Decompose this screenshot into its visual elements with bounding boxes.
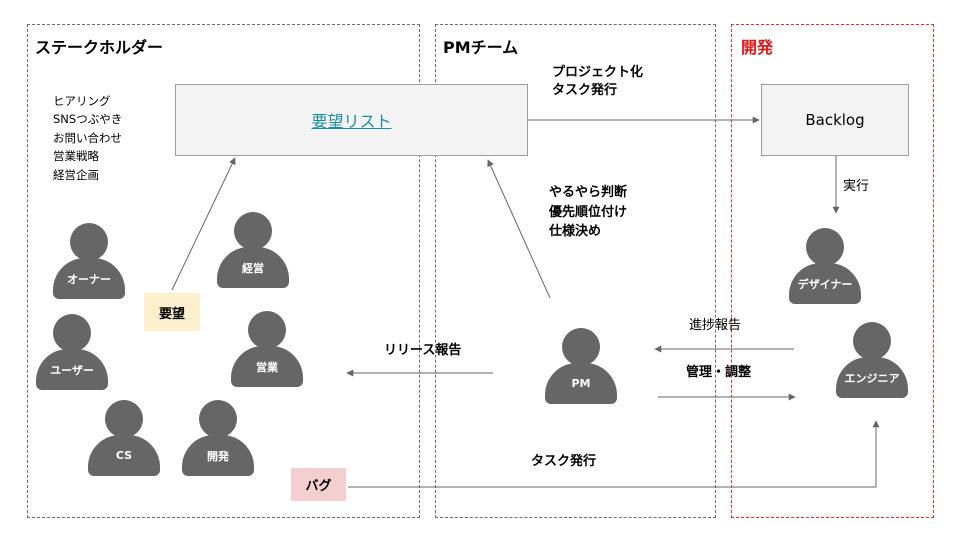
person-head-icon — [53, 314, 91, 352]
source-item: ヒアリング — [53, 94, 111, 108]
person-label: オーナー — [53, 258, 125, 299]
requirements-list-box: 要望リスト — [175, 84, 528, 156]
bug-tag: バグ — [291, 468, 346, 501]
person-designer: デザイナー — [789, 228, 861, 304]
label-progress-report: 進捗報告 — [689, 318, 742, 333]
label-projectize: プロジェクト化 タスク発行 — [552, 65, 644, 99]
lane-development — [731, 24, 934, 518]
source-item: お問い合わせ — [53, 130, 122, 145]
person-engineer: エンジニア — [836, 322, 908, 398]
backlog-box: Backlog — [761, 84, 909, 156]
lane-stakeholder — [27, 24, 420, 518]
person-pm: PM — [545, 328, 617, 404]
label-task-issue: タスク発行 — [531, 454, 597, 469]
backlog-label: Backlog — [805, 111, 865, 129]
label-release-report: リリース報告 — [384, 343, 462, 358]
person-head-icon — [234, 212, 272, 250]
person-user: ユーザー — [36, 314, 108, 390]
lane-title-dev: 開発 — [741, 38, 774, 57]
person-management: 経営 — [217, 212, 289, 288]
requirements-list-link[interactable]: 要望リスト — [311, 112, 392, 131]
label-execute: 実行 — [843, 179, 870, 194]
person-head-icon — [70, 223, 108, 261]
source-item: SNSつぶやき — [53, 112, 123, 127]
person-label: PM — [545, 363, 617, 404]
label-manage: 管理・調整 — [686, 365, 752, 380]
source-list: ヒアリング SNSつぶやき お問い合わせ 営業戦略 経営企画 — [53, 92, 122, 184]
person-label: 経営 — [217, 247, 289, 288]
lane-pm-team — [435, 24, 716, 518]
person-sales: 営業 — [231, 311, 303, 387]
person-label: ユーザー — [36, 349, 108, 390]
source-item: 経営企画 — [53, 167, 99, 182]
person-cs: CS — [88, 400, 160, 476]
person-label: 開発 — [182, 435, 254, 476]
lane-title-pm: PMチーム — [443, 38, 519, 57]
person-head-icon — [199, 400, 237, 438]
person-head-icon — [853, 322, 891, 360]
request-tag: 要望 — [144, 293, 200, 331]
person-development: 開発 — [182, 400, 254, 476]
person-head-icon — [806, 228, 844, 266]
person-head-icon — [248, 311, 286, 349]
person-label: CS — [88, 435, 160, 476]
person-head-icon — [562, 328, 600, 366]
person-label: エンジニア — [836, 357, 908, 398]
source-item: 営業戦略 — [53, 149, 99, 164]
label-judge: やるやら判断 優先順位付け 仕様決め — [549, 185, 628, 239]
person-label: デザイナー — [789, 263, 861, 304]
person-label: 営業 — [231, 346, 303, 387]
person-head-icon — [105, 400, 143, 438]
lane-title-stakeholder: ステークホルダー — [35, 38, 164, 57]
person-owner: オーナー — [53, 223, 125, 299]
